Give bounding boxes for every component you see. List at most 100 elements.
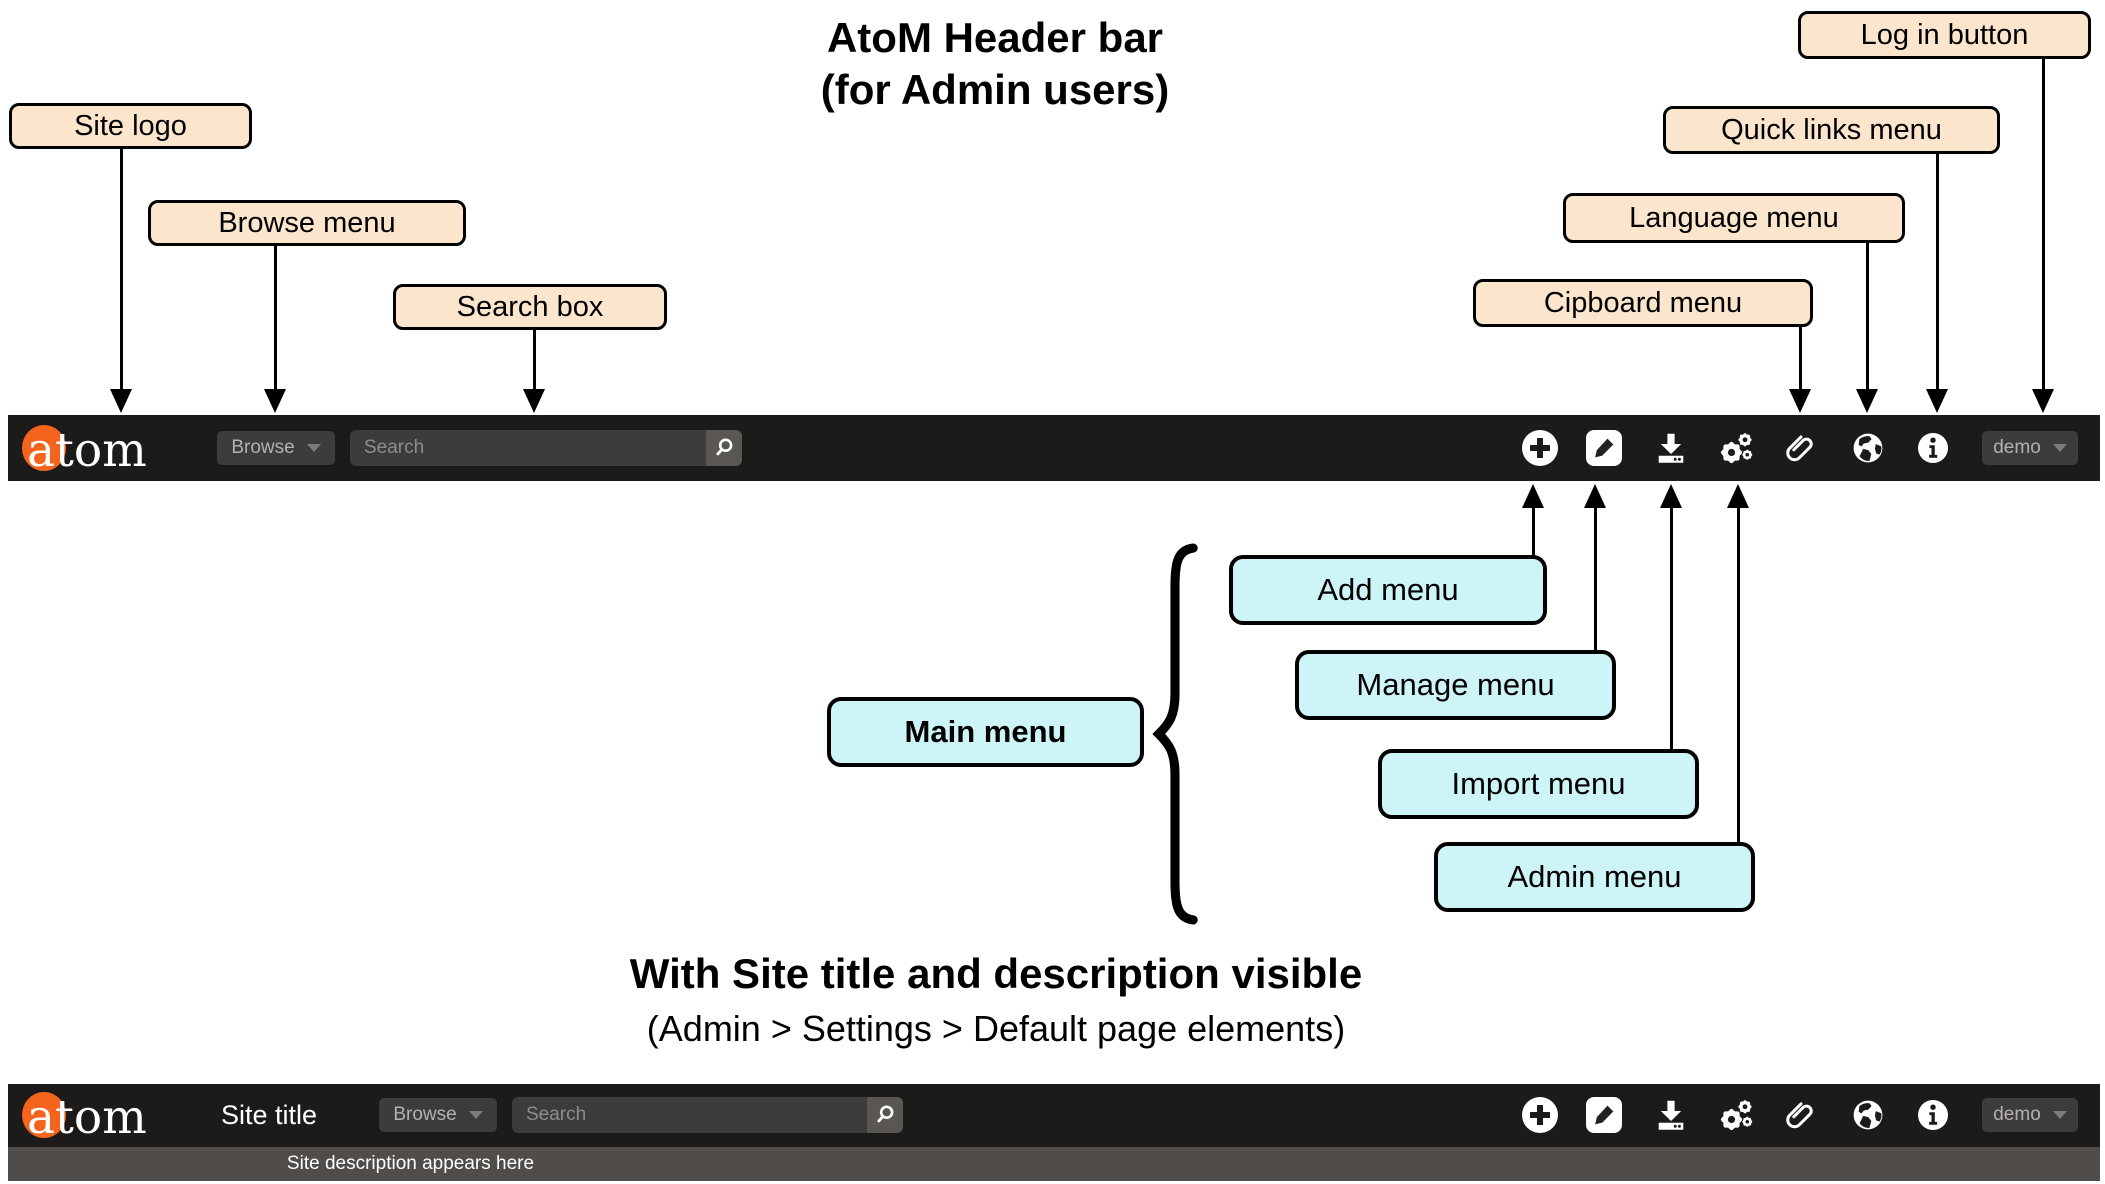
arrow-add-menu-head: [1522, 484, 1544, 508]
browse-button[interactable]: Browse: [217, 431, 335, 465]
arrow-clipboard-line: [1799, 327, 1802, 390]
arrow-log-in-head: [2032, 389, 2054, 413]
callout-import-menu-label: Import menu: [1451, 766, 1626, 801]
clipboard-menu-button[interactable]: [1783, 1097, 1819, 1133]
download-icon: [1658, 433, 1684, 463]
arrow-browse-line: [274, 246, 277, 390]
callout-site-logo-label: Site logo: [74, 109, 187, 142]
arrow-site-logo-head: [110, 389, 132, 413]
logo-orange-circle-icon: [22, 425, 66, 471]
site-logo[interactable]: atom: [22, 1084, 192, 1147]
globe-icon: [1853, 433, 1883, 463]
arrow-browse-head: [264, 389, 286, 413]
arrow-import-menu-line: [1670, 506, 1673, 750]
arrow-manage-menu-line: [1594, 506, 1597, 651]
info-icon: [1918, 433, 1948, 463]
callout-search-box: Search box: [393, 284, 667, 330]
chevron-down-icon: [306, 444, 321, 452]
callout-search-box-label: Search box: [456, 290, 604, 323]
user-menu-label: demo: [1993, 1104, 2041, 1125]
logo-orange-circle-icon: [22, 1092, 66, 1138]
search-input[interactable]: [512, 1097, 867, 1133]
chevron-down-icon: [468, 1111, 483, 1119]
diagram-title-line1: AtoM Header bar: [826, 14, 1164, 61]
browse-button[interactable]: Browse: [379, 1098, 497, 1132]
plus-icon: [1522, 430, 1558, 466]
admin-menu-button[interactable]: [1718, 1097, 1754, 1133]
user-menu-button[interactable]: demo: [1982, 431, 2078, 465]
gears-icon: [1720, 1100, 1753, 1131]
paperclip-icon: [1786, 435, 1813, 462]
quick-links-menu-button[interactable]: [1915, 1097, 1951, 1133]
import-menu-button[interactable]: [1653, 1097, 1689, 1133]
callout-clipboard-menu: Cipboard menu: [1473, 279, 1813, 327]
search-icon: [716, 438, 733, 456]
arrow-search-line: [533, 330, 536, 390]
site-title: Site title: [221, 1100, 318, 1130]
callout-import-menu: Import menu: [1378, 749, 1699, 819]
language-menu-button[interactable]: [1850, 1097, 1886, 1133]
section2-title: With Site title and description visible: [629, 950, 1363, 997]
pencil-icon: [1586, 430, 1622, 466]
plus-icon: [1522, 1097, 1558, 1133]
arrow-import-menu-head: [1660, 484, 1682, 508]
chevron-down-icon: [2052, 444, 2067, 452]
user-menu-label: demo: [1993, 437, 2041, 458]
manage-menu-button[interactable]: [1586, 1097, 1622, 1133]
add-menu-button[interactable]: [1522, 1097, 1558, 1133]
browse-button-label: Browse: [393, 1104, 457, 1125]
admin-menu-button[interactable]: [1718, 430, 1754, 466]
callout-log-in-button-label: Log in button: [1860, 18, 2029, 51]
clipboard-menu-button[interactable]: [1783, 430, 1819, 466]
chevron-down-icon: [2052, 1111, 2067, 1119]
globe-icon: [1853, 1100, 1883, 1130]
info-icon: [1918, 1100, 1948, 1130]
download-icon: [1658, 1100, 1684, 1130]
callout-browse-menu: Browse menu: [148, 200, 466, 246]
site-logo[interactable]: atom: [22, 415, 192, 481]
user-menu-button[interactable]: demo: [1982, 1098, 2078, 1132]
callout-language-menu: Language menu: [1563, 193, 1905, 243]
diagram-title-line2: (for Admin users): [820, 66, 1170, 113]
manage-menu-button[interactable]: [1586, 430, 1622, 466]
callout-language-menu-label: Language menu: [1629, 201, 1839, 234]
brace: [1152, 543, 1198, 925]
paperclip-icon: [1786, 1102, 1813, 1129]
logo-text: atom: [27, 423, 147, 478]
search-submit-button[interactable]: [706, 430, 742, 466]
pencil-icon: [1586, 1097, 1622, 1133]
header-bar-admin: atom Browse: [8, 415, 2100, 481]
search-box: [512, 1097, 903, 1133]
arrow-log-in-line: [2042, 59, 2045, 390]
quick-links-menu-button[interactable]: [1915, 430, 1951, 466]
arrow-search-head: [523, 389, 545, 413]
callout-manage-menu-label: Manage menu: [1356, 667, 1555, 702]
add-menu-button[interactable]: [1522, 430, 1558, 466]
arrow-admin-menu-line: [1737, 506, 1740, 843]
gears-icon: [1720, 433, 1753, 464]
arrow-site-logo-line: [120, 149, 123, 390]
callout-log-in-button: Log in button: [1798, 11, 2091, 59]
arrow-admin-menu-head: [1727, 484, 1749, 508]
search-icon: [877, 1105, 894, 1123]
diagram-title: AtoM Header bar (for Admin users): [595, 12, 1395, 116]
import-menu-button[interactable]: [1653, 430, 1689, 466]
callout-manage-menu: Manage menu: [1295, 650, 1616, 720]
header-bar-site: atom Site title Browse: [8, 1084, 2100, 1147]
site-description-bar: Site description appears here: [8, 1147, 2100, 1181]
arrow-language-line: [1866, 243, 1869, 390]
search-box: [350, 430, 742, 466]
search-input[interactable]: [350, 430, 706, 466]
arrow-language-head: [1856, 389, 1878, 413]
callout-admin-menu: Admin menu: [1434, 842, 1755, 912]
logo-text: atom: [27, 1090, 147, 1145]
callout-site-logo: Site logo: [9, 103, 252, 149]
callout-quick-links-menu-label: Quick links menu: [1721, 113, 1942, 146]
callout-main-menu-label: Main menu: [904, 714, 1067, 749]
arrow-clipboard-head: [1789, 389, 1811, 413]
search-submit-button[interactable]: [867, 1097, 903, 1133]
browse-button-label: Browse: [231, 437, 295, 458]
language-menu-button[interactable]: [1850, 430, 1886, 466]
arrow-quick-links-line: [1936, 154, 1939, 390]
